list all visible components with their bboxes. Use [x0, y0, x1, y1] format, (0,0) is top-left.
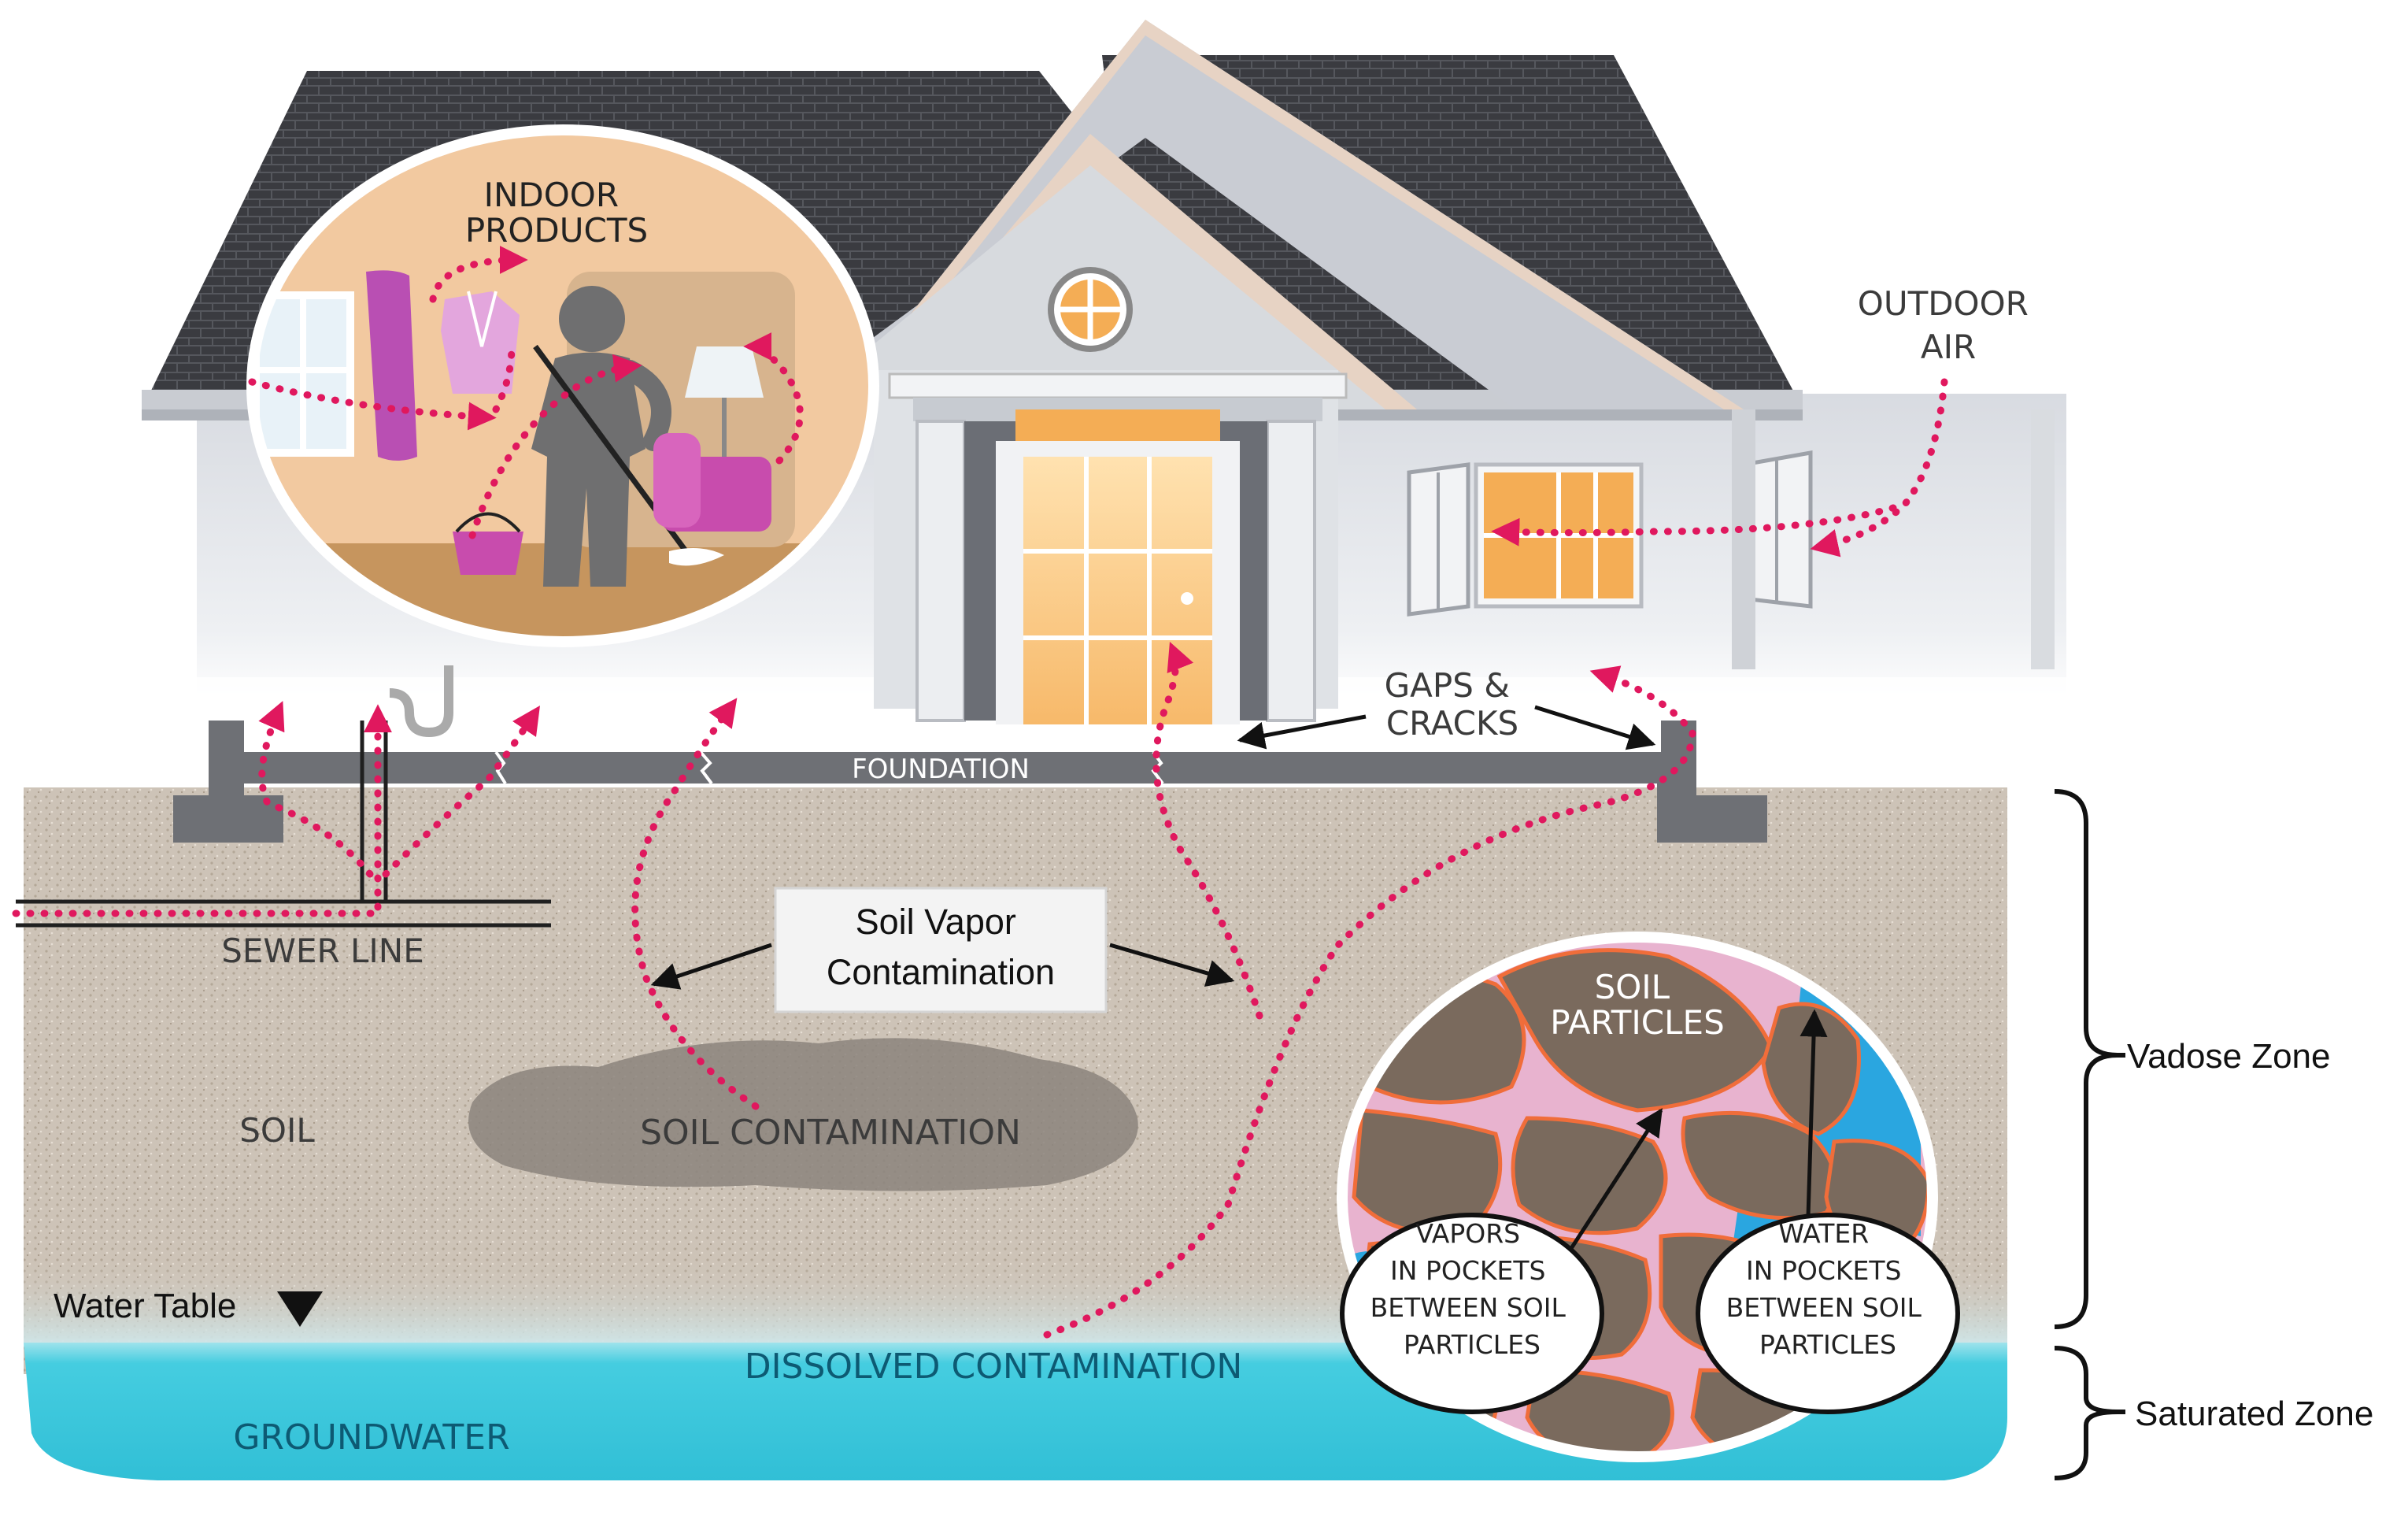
vapors-line4: PARTICLES	[1404, 1329, 1541, 1360]
vent-pipe	[389, 665, 453, 738]
saturated-zone-label: Saturated Zone	[2135, 1395, 2373, 1433]
soil-vapor-arrow-right-icon	[1109, 943, 1235, 987]
vapors-line1: VAPORS	[1415, 1218, 1520, 1249]
vapors-label: VAPORS IN POCKETS BETWEEN SOIL PARTICLES	[1370, 1218, 1574, 1360]
vadose-zone-label: Vadose Zone	[2127, 1037, 2330, 1076]
dotted-vapor-arrow-icon	[429, 246, 528, 303]
soil-particles-line1: SOIL	[1595, 968, 1670, 1006]
vapors-line2: IN POCKETS	[1390, 1255, 1545, 1286]
gaps-cracks-label: GAPS & CRACKS	[1385, 666, 1521, 743]
water-label: WATER IN POCKETS BETWEEN SOIL PARTICLES	[1726, 1218, 1930, 1360]
soil-vapor-line2: Contamination	[827, 952, 1055, 992]
dotted-vapor-arrow-icon	[631, 698, 760, 1110]
soil-contamination-blob	[468, 1038, 1138, 1191]
dotted-vapor-arrow-icon	[1491, 504, 1897, 546]
saturated-zone-brace-icon	[2054, 1346, 2118, 1480]
outdoor-air-line2: AIR	[1921, 328, 1976, 366]
dotted-vapor-arrow-icon	[743, 332, 804, 465]
house	[142, 20, 2066, 724]
dotted-vapor-arrow-icon	[248, 378, 497, 431]
soil-vapor-line1: Soil Vapor	[856, 902, 1016, 942]
water-line2: IN POCKETS	[1746, 1255, 1901, 1286]
gaps-cracks-line2: CRACKS	[1386, 704, 1518, 743]
soil-particles-line2: PARTICLES	[1550, 1003, 1724, 1042]
dotted-vapor-arrow-icon	[12, 704, 392, 917]
dotted-vapor-arrow-icon	[382, 706, 540, 878]
vapor-paths	[12, 246, 1948, 1339]
pointer-arrow-icon	[1556, 1108, 1663, 1269]
indoor-products-label: INDOOR PRODUCTS	[465, 176, 648, 250]
foundation-label: FOUNDATION	[852, 754, 1030, 785]
dotted-vapor-arrow-icon	[1152, 641, 1263, 1020]
sewer-line	[16, 721, 551, 928]
soil-vapor-arrow-left-icon	[650, 943, 772, 990]
gaps-arrow-right-icon	[1534, 705, 1656, 750]
dotted-vapor-arrow-icon	[468, 354, 642, 539]
water-line1: WATER	[1778, 1218, 1869, 1249]
outdoor-air-label: OUTDOOR AIR	[1858, 284, 2039, 366]
soil-vapor-box	[774, 887, 1108, 1013]
dotted-vapor-arrow-icon	[1043, 665, 1696, 1339]
water-table-label: Water Table	[54, 1287, 236, 1325]
indoor-products-line1: INDOOR	[484, 176, 619, 214]
gaps-arrow-left-icon	[1237, 714, 1367, 750]
dotted-vapor-arrow-icon	[1810, 378, 1948, 558]
vapors-callout	[1340, 1213, 1604, 1414]
groundwater-label: GROUNDWATER	[233, 1417, 509, 1458]
outdoor-air-line1: OUTDOOR	[1858, 284, 2029, 323]
water-table-triangle-icon	[277, 1291, 323, 1327]
water-callout	[1696, 1213, 1960, 1414]
indoor-products-bubble	[246, 124, 879, 647]
water-line4: PARTICLES	[1759, 1329, 1896, 1360]
water-line3: BETWEEN SOIL	[1726, 1292, 1922, 1323]
vadose-zone-brace-icon	[2054, 789, 2118, 1329]
dissolved-contamination-label: DISSOLVED CONTAMINATION	[745, 1347, 1243, 1387]
soil-particles-bubble	[1337, 932, 1960, 1462]
soil-particles-label: SOIL PARTICLES	[1550, 968, 1724, 1042]
vapors-line3: BETWEEN SOIL	[1370, 1292, 1566, 1323]
dotted-vapor-arrow-icon	[258, 701, 374, 878]
indoor-products-line2: PRODUCTS	[465, 211, 648, 250]
soil-label: SOIL	[239, 1111, 315, 1150]
sewer-line-label: SEWER LINE	[221, 932, 424, 970]
gaps-cracks-line1: GAPS &	[1385, 666, 1510, 705]
soil-vapor-label: Soil Vapor Contamination	[827, 902, 1055, 992]
soil-contamination-label: SOIL CONTAMINATION	[640, 1113, 1021, 1153]
